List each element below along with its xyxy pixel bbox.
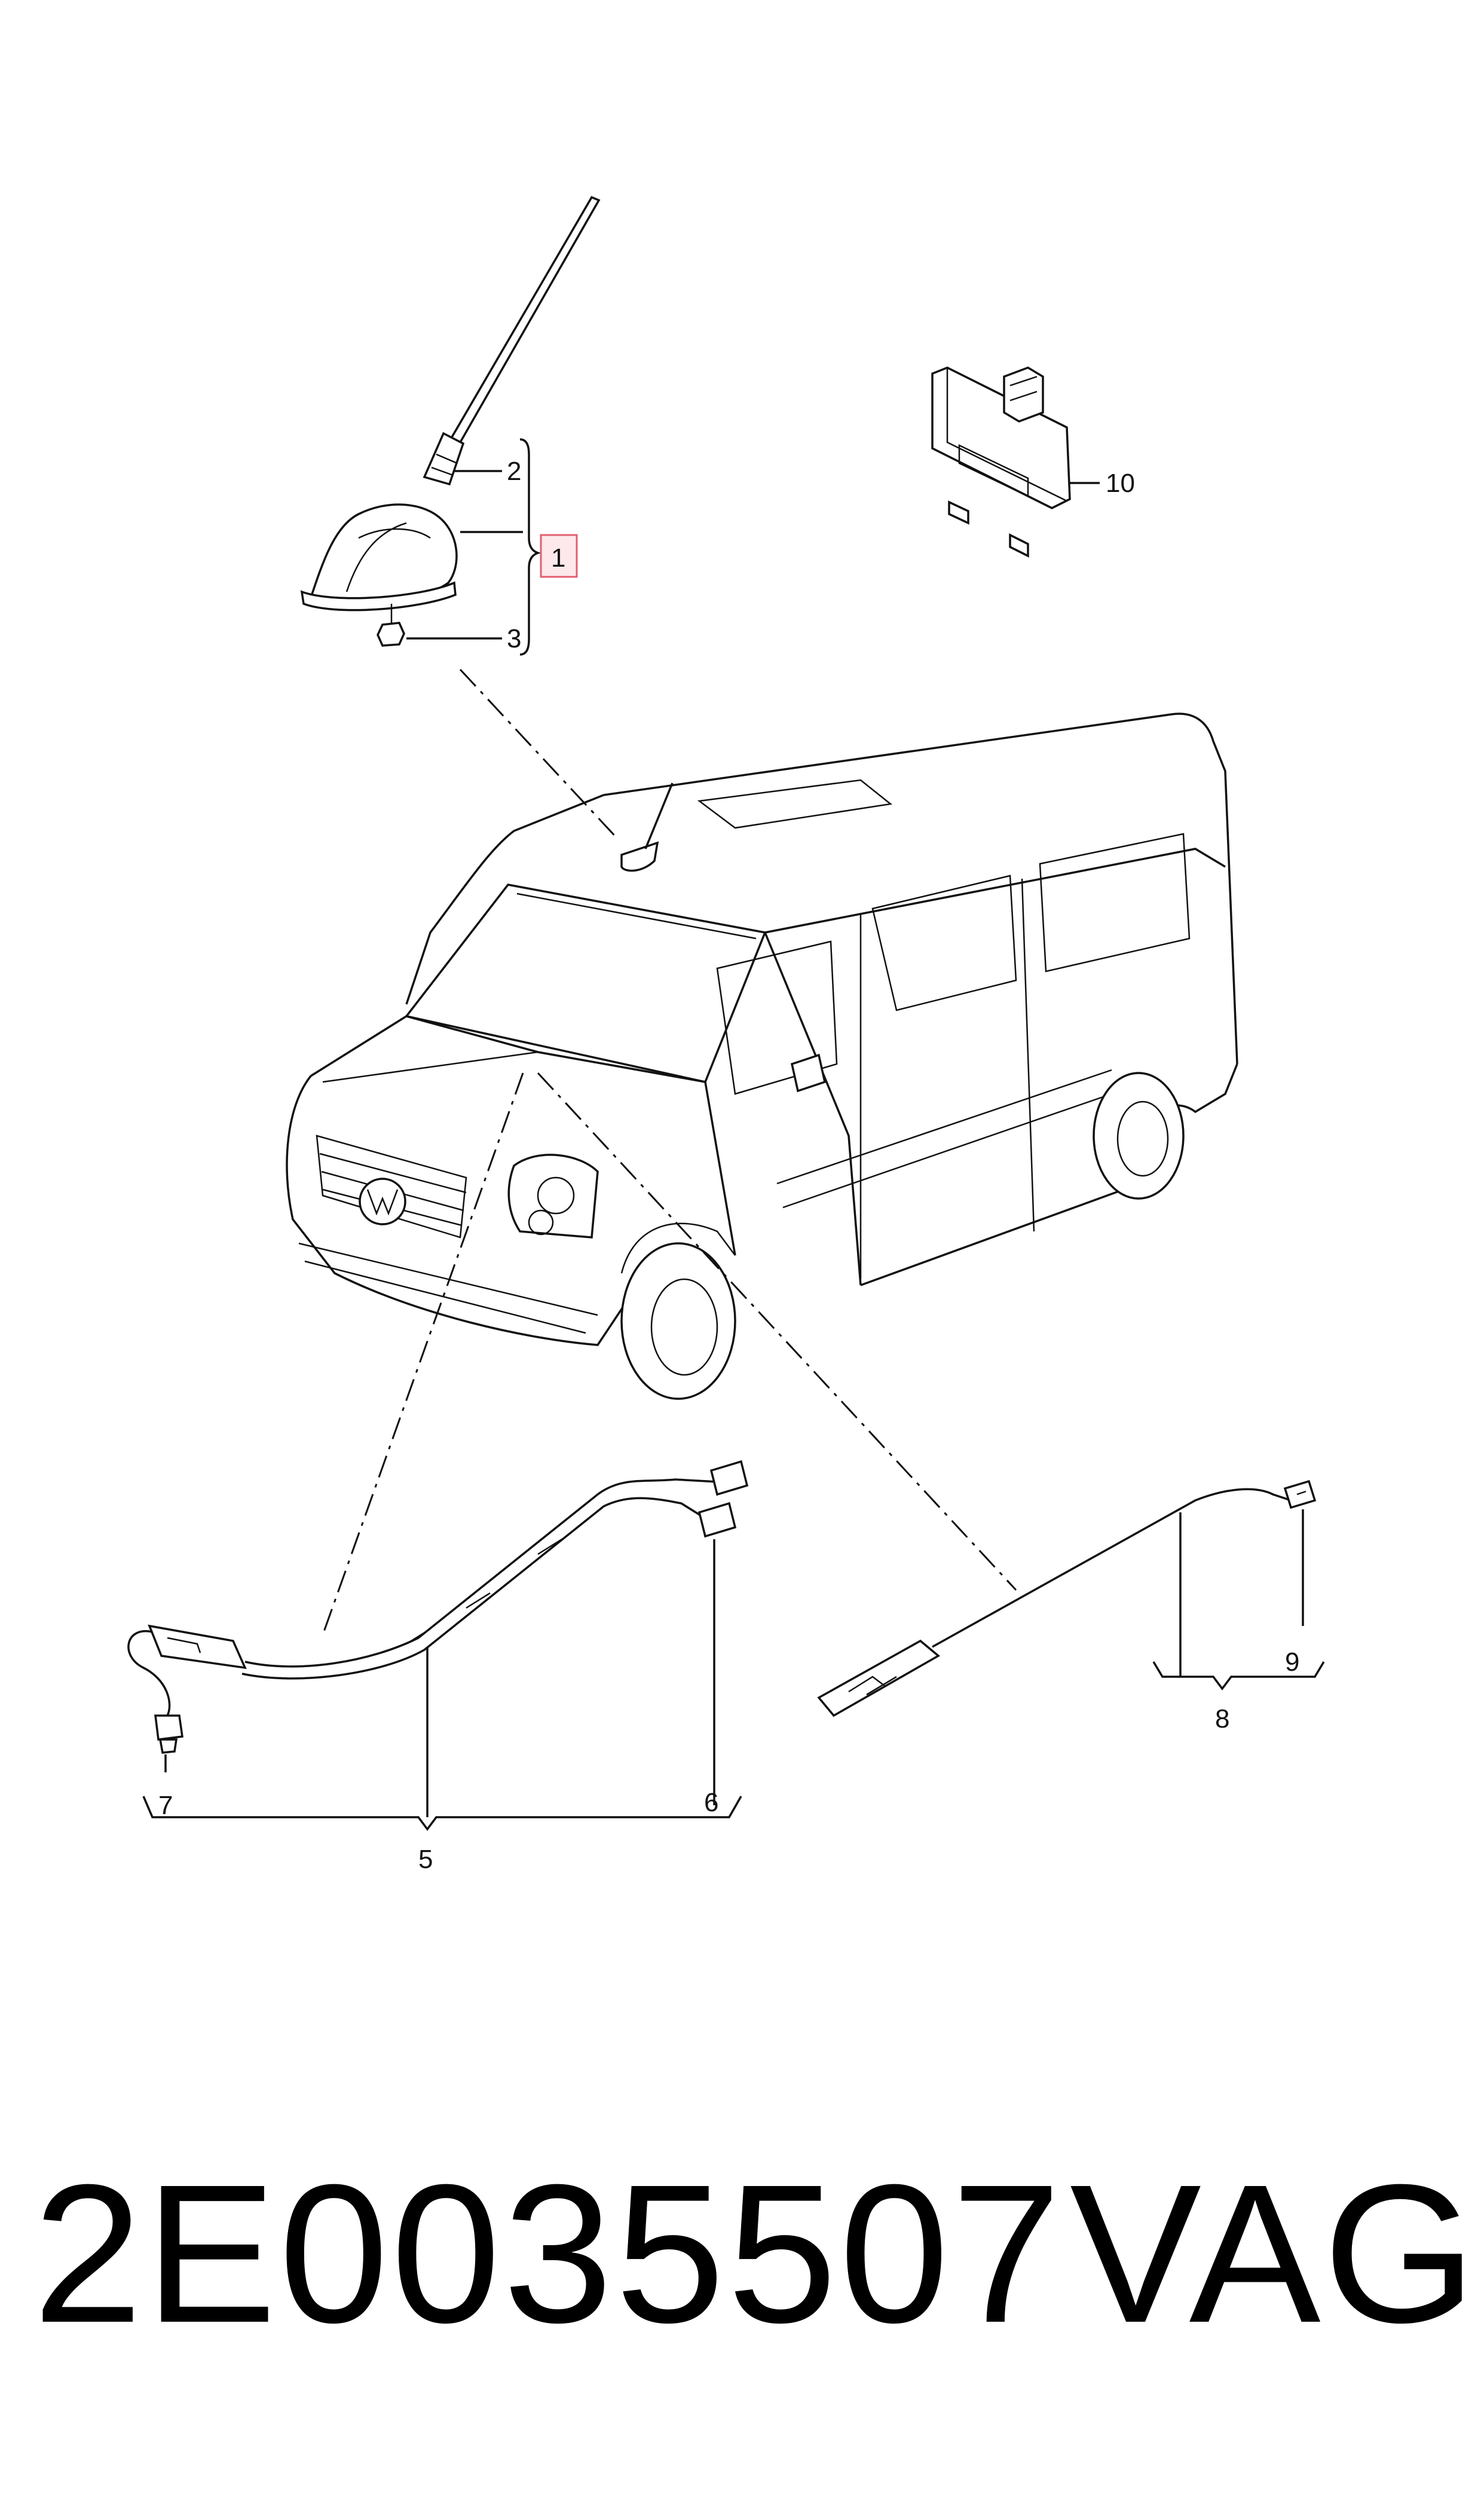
callout-1[interactable]: 1 [551,543,565,573]
callout-3[interactable]: 3 [507,624,521,653]
bracket-1 [519,438,541,656]
antenna-cable-glass[interactable] [817,1479,1317,1717]
callout-8[interactable]: 8 [1215,1704,1229,1734]
bracket-5 [142,1796,742,1831]
callout-10[interactable]: 10 [1106,469,1135,498]
reference-line-cable-8 [537,1072,1017,1591]
antenna-amplifier-module[interactable] [931,366,1071,558]
van-illustration [286,713,1238,1400]
callout-2[interactable]: 2 [507,457,521,486]
reference-line-antenna [459,668,620,841]
callout-6[interactable]: 6 [704,1788,718,1817]
antenna-cable-harness[interactable] [127,1460,749,1754]
bracket-8 [1152,1661,1325,1690]
part-number: 2E0035507 [33,2143,1064,2364]
roof-antenna-assembly[interactable] [300,195,601,647]
reference-line-cable-5 [322,1072,524,1635]
callout-7[interactable]: 7 [158,1791,173,1820]
brand-label: VAG [1070,2143,1479,2364]
callout-1-highlight [540,534,578,578]
callout-9[interactable]: 9 [1285,1647,1299,1677]
callout-5[interactable]: 5 [418,1845,433,1874]
